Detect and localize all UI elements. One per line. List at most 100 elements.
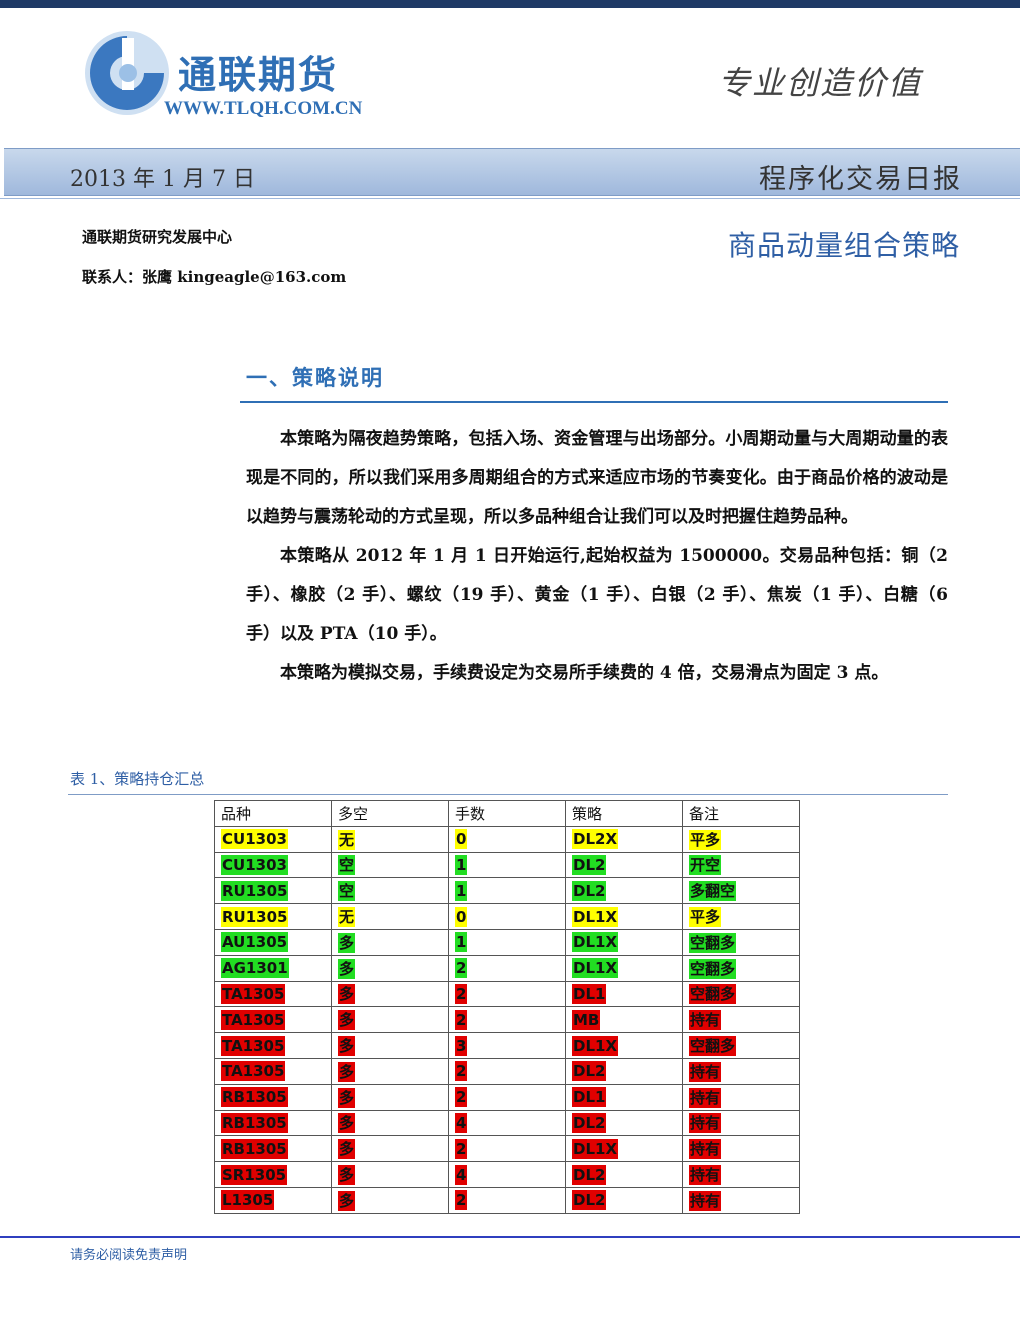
column-header: 多空	[331, 800, 449, 827]
table-cell: 2	[448, 1186, 566, 1214]
table-cell: DL1X	[565, 1032, 683, 1059]
table-cell: DL1	[565, 1083, 683, 1111]
table-cell: DL1	[565, 980, 683, 1008]
footer-divider	[0, 1236, 1020, 1238]
cell-value: RU1305	[221, 880, 289, 901]
cell-value: TA1305	[221, 1061, 286, 1082]
cell-value: DL1X	[572, 932, 619, 953]
table-cell: TA1305	[214, 1006, 332, 1034]
cell-value: 1	[455, 880, 468, 901]
report-banner: 2013 年 1 月 7 日 程序化交易日报	[4, 148, 1020, 196]
table-cell: RB1305	[214, 1135, 332, 1163]
table-cell: 无	[331, 825, 449, 853]
table-cell: 空翻多	[682, 928, 800, 956]
logo-url: WWW.TLQH.COM.CN	[164, 98, 363, 119]
table-cell: 多	[331, 1186, 449, 1214]
table-cell: 0	[448, 825, 566, 853]
table-cell: 平多	[682, 825, 800, 853]
paragraph-2: 本策略从 2012 年 1 月 1 日开始运行,起始权益为 1500000。交易…	[246, 546, 948, 644]
table-cell: L1305	[214, 1186, 332, 1214]
table-cell: 持有	[682, 1083, 800, 1111]
cell-value: DL2	[572, 1164, 607, 1185]
banner-divider	[0, 198, 1020, 199]
cell-value: 2	[455, 1061, 468, 1082]
table-cell: DL2X	[565, 825, 683, 853]
caption-divider	[68, 794, 948, 795]
table-cell: 开空	[682, 851, 800, 879]
cell-value: 持有	[689, 1139, 722, 1160]
cell-value: 平多	[689, 907, 722, 928]
table-cell: DL1X	[565, 903, 683, 930]
table-cell: MB	[565, 1006, 683, 1034]
strategy-title: 商品动量组合策略	[727, 229, 960, 262]
cell-value: CU1303	[221, 854, 288, 875]
cell-value: 多	[338, 958, 356, 979]
table-cell: DL2	[565, 877, 683, 905]
cell-value: 多	[338, 1190, 356, 1211]
cell-value: TA1305	[221, 1009, 286, 1030]
table-cell: DL2	[565, 1057, 683, 1085]
table-cell: DL1X	[565, 954, 683, 982]
column-header: 备注	[682, 800, 800, 827]
table-cell: DL1X	[565, 1135, 683, 1163]
table-cell: 多	[331, 1109, 449, 1137]
cell-value: 空翻多	[689, 1036, 737, 1057]
cell-value: DL2	[572, 1112, 607, 1133]
logo-mark-icon	[85, 31, 169, 115]
table-header-row: 品种 多空 手数 策略 备注	[214, 800, 800, 827]
cell-value: 持有	[689, 1061, 722, 1082]
cell-value: TA1305	[221, 983, 286, 1004]
cell-value: 0	[455, 829, 468, 850]
cell-value: 多	[338, 984, 356, 1005]
cell-value: 多	[338, 1087, 356, 1108]
table-cell: 3	[448, 1032, 566, 1059]
footer-disclaimer: 请务必阅读免责声明	[70, 1248, 188, 1263]
table-cell: 持有	[682, 1186, 800, 1214]
cell-value: DL1	[572, 983, 607, 1004]
table-cell: DL2	[565, 851, 683, 879]
table-cell: 多	[331, 1135, 449, 1163]
cell-value: RU1305	[221, 906, 289, 927]
table-cell: DL1X	[565, 928, 683, 956]
table-cell: 2	[448, 1006, 566, 1034]
cell-value: AU1305	[221, 932, 289, 953]
cell-value: 多	[338, 1139, 356, 1160]
cell-value: 空翻多	[689, 958, 737, 979]
cell-value: DL1X	[572, 906, 619, 927]
cell-value: TA1305	[221, 1035, 286, 1056]
table-cell: 持有	[682, 1057, 800, 1085]
report-date: 2013 年 1 月 7 日	[70, 167, 255, 192]
table-cell: SR1305	[214, 1161, 332, 1188]
cell-value: 无	[338, 829, 356, 850]
table-cell: 空翻多	[682, 954, 800, 982]
cell-value: DL1X	[572, 1035, 619, 1056]
table-cell: 多	[331, 1006, 449, 1034]
section-body: 本策略为隔夜趋势策略，包括入场、资金管理与出场部分。小周期动量与大周期动量的表现…	[246, 420, 948, 693]
table-cell: 1	[448, 928, 566, 956]
table-cell: 空	[331, 851, 449, 879]
table-cell: 2	[448, 1057, 566, 1085]
table-cell: TA1305	[214, 1057, 332, 1085]
table-cell: 0	[448, 903, 566, 930]
table-cell: RB1305	[214, 1083, 332, 1111]
table-cell: 多	[331, 928, 449, 956]
cell-value: DL2	[572, 880, 607, 901]
cell-value: DL2	[572, 1190, 607, 1211]
cell-value: 1	[455, 932, 468, 953]
cell-value: DL1X	[572, 958, 619, 979]
table-cell: TA1305	[214, 980, 332, 1008]
section-heading: 一、策略说明	[246, 365, 384, 390]
cell-value: 空	[338, 881, 356, 902]
table-cell: 多	[331, 1032, 449, 1059]
cell-value: DL1	[572, 1087, 607, 1108]
table-cell: AU1305	[214, 928, 332, 956]
